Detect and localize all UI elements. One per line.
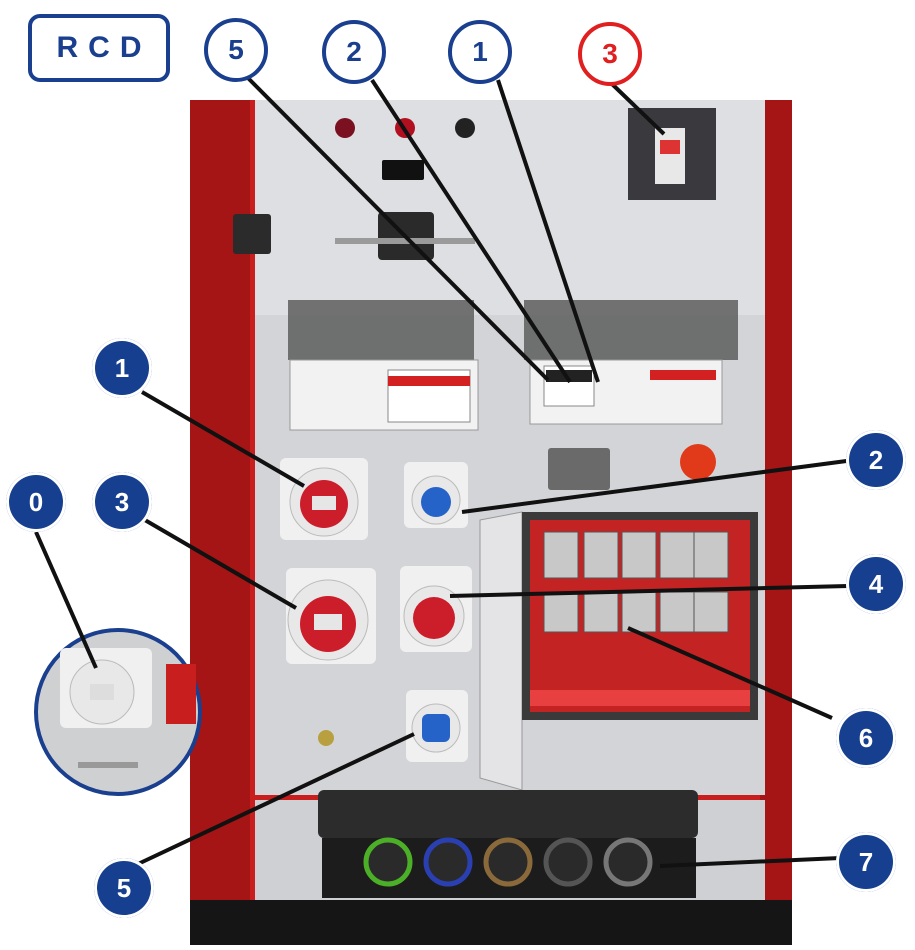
connector-icon [363,837,413,887]
badge-5: 5 [94,858,154,918]
busbar-terminals [543,531,729,633]
badge-3: 3 [92,472,152,532]
badge-6: 6 [836,708,896,768]
badge-4: 4 [846,554,906,614]
socket-red-1 [280,458,368,540]
connector-icon [483,837,533,887]
earth-terminal-icon [318,730,334,746]
pilot-light-icon [335,118,355,138]
badge-0: 0 [6,472,66,532]
socket-red-4 [400,566,472,652]
top-marker-2: 2 [322,20,386,84]
badge-1: 1 [92,338,152,398]
inset-detail [34,628,202,796]
connector-icon [543,837,593,887]
hour-meter [382,160,424,180]
hinge [233,214,271,254]
callout-lines [34,76,855,868]
connector-icon [423,837,473,887]
socket-blue-2 [404,462,468,528]
socket-blue-5 [406,690,468,762]
connector-icon [603,837,653,887]
top-marker-1: 1 [448,20,512,84]
badge-7: 7 [836,832,896,892]
badge-2: 2 [846,430,906,490]
mcb-cover-right [524,300,738,360]
socket-red-3 [286,568,376,664]
rcd-label-box: RCD [28,14,170,82]
mcb-cover-left [288,300,474,360]
cable-gland [548,448,610,490]
emergency-stop-icon [680,444,716,480]
top-marker-3: 3 [578,22,642,86]
top-marker-5: 5 [204,18,268,82]
selector-icon [455,118,475,138]
compartment-door [479,511,523,791]
connector-cover [318,790,698,838]
